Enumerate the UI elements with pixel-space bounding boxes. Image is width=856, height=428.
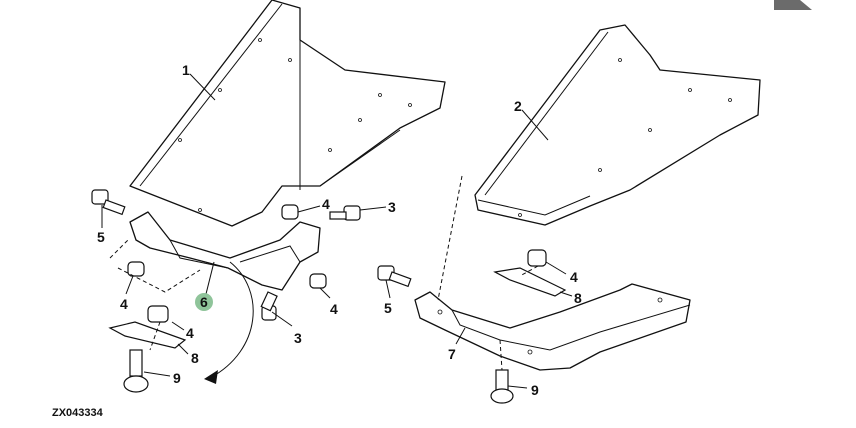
- callout-7: 7: [448, 346, 456, 362]
- callout-6-highlight: [195, 293, 213, 311]
- callout-3: 3: [388, 199, 396, 215]
- callout-8: 8: [574, 290, 582, 306]
- panel-1: [129, 0, 446, 227]
- callout-9: 9: [173, 370, 181, 386]
- callout-5: 5: [384, 300, 392, 316]
- callout-4: 4: [570, 269, 578, 285]
- leader-lines: [101, 73, 573, 389]
- arrowhead: [204, 370, 218, 384]
- corner-tab-shape: [774, 0, 812, 10]
- callout-4: 4: [186, 325, 194, 341]
- panel-2: [474, 24, 761, 226]
- callout-1: 1: [182, 62, 190, 78]
- callout-8: 8: [191, 350, 199, 366]
- figure-code: ZX043334: [52, 407, 104, 419]
- callout-4: 4: [120, 296, 128, 312]
- callout-4: 4: [330, 301, 338, 317]
- callout-5: 5: [97, 229, 105, 245]
- callout-2: 2: [514, 98, 522, 114]
- callout-9: 9: [531, 382, 539, 398]
- fasteners: [91, 189, 567, 404]
- callout-6: 6: [200, 294, 208, 310]
- callout-3: 3: [294, 330, 302, 346]
- bracket-6: [129, 211, 321, 291]
- callout-4: 4: [322, 196, 330, 212]
- bracket-7: [414, 283, 691, 371]
- assembly-guides: [109, 175, 539, 371]
